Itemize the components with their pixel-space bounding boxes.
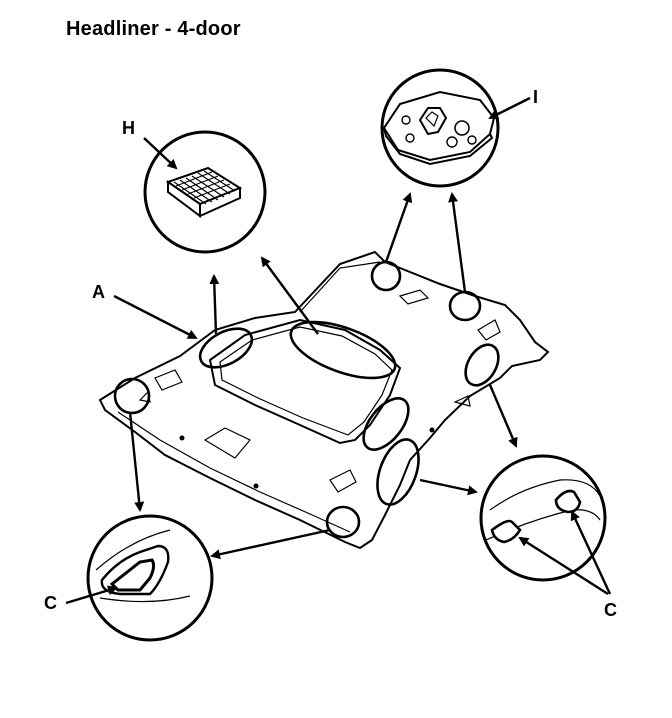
label-c-left: C <box>44 593 57 613</box>
ring-front-left-clip <box>370 260 402 292</box>
ring-rear-right <box>325 505 361 539</box>
clip-block-h <box>165 166 243 218</box>
ring-right-grip <box>464 343 500 387</box>
connector-arrows <box>128 192 518 560</box>
pointer-h <box>143 137 178 170</box>
ring-sunroof-right <box>362 397 410 451</box>
ring-sunroof-rear <box>289 320 397 380</box>
label-h: H <box>122 118 135 138</box>
diagram-title: Headliner - 4-door <box>66 18 241 40</box>
pointer-c-left <box>65 585 118 605</box>
callout-h: H <box>122 118 267 254</box>
headliner-panel <box>98 250 550 550</box>
callout-i: I <box>380 68 538 188</box>
label-a: A <box>92 282 105 302</box>
label-i: I <box>533 87 538 107</box>
pointer-i <box>488 96 531 120</box>
label-c-right: C <box>604 600 617 620</box>
pointer-c-right-1 <box>518 536 609 596</box>
console-piece-i <box>382 90 496 166</box>
callout-a: A <box>92 282 198 340</box>
ring-right-side <box>376 438 420 506</box>
ring-sunroof-left <box>198 327 254 369</box>
callout-c-left: C <box>44 514 214 642</box>
pointer-c-right-2 <box>570 510 612 595</box>
ring-rear-left <box>113 377 151 415</box>
attachment-point-rings <box>113 260 500 539</box>
callout-c-right: C <box>479 454 617 620</box>
ring-front-right-clip <box>448 290 482 322</box>
pointer-a <box>113 294 198 340</box>
